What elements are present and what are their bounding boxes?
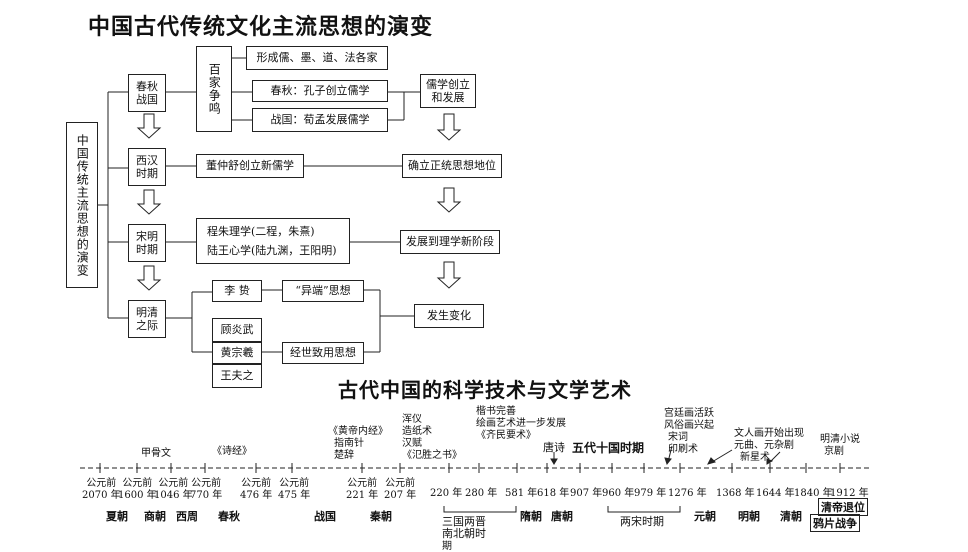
jingshi-box: 经世致用思想 bbox=[282, 342, 364, 364]
lixue-box: 发展到理学新阶段 bbox=[400, 230, 500, 254]
root-box: 中国传统主流思想的演变 bbox=[66, 122, 98, 288]
label-huangdi-3: 楚辞 bbox=[334, 450, 354, 461]
period-chunqiu: 春秋战国 bbox=[128, 74, 166, 112]
chengzhu-text: 程朱理学(二程，朱熹) bbox=[207, 224, 315, 238]
lixue-container: 程朱理学(二程，朱熹) 陆王心学(陆九渊，王阳明) bbox=[196, 218, 350, 264]
era-qin: 秦朝 bbox=[370, 510, 392, 523]
huang-box: 黄宗羲 bbox=[212, 342, 262, 364]
era-ming: 明朝 bbox=[738, 510, 760, 523]
section2-title: 古代中国的科学技术与文学艺术 bbox=[338, 378, 632, 402]
section1-title: 中国古代传统文化主流思想的演变 bbox=[88, 15, 434, 40]
era-yapian: 鸦片战争 bbox=[810, 514, 860, 532]
luwang-text: 陆王心学(陆九渊，王阳明) bbox=[207, 244, 337, 257]
era-chunqiu: 春秋 bbox=[218, 510, 240, 523]
rujia-box: 儒学创立和发展 bbox=[420, 74, 476, 108]
date-d14: 960 年 bbox=[602, 488, 635, 499]
label-wenren-3: 新星术 bbox=[740, 452, 770, 463]
queli-box: 确立正统思想地位 bbox=[402, 154, 502, 178]
label-huangdi-1: 《黄帝内经》 bbox=[328, 426, 388, 437]
baijia-box: 百家争鸣 bbox=[196, 46, 232, 132]
label-fansheng: 《氾胜之书》 bbox=[402, 450, 462, 461]
label-mingqing-2: 京剧 bbox=[824, 446, 844, 457]
label-wenren-1: 文人画开始出现 bbox=[734, 428, 804, 439]
date-d16: 1276 年 bbox=[668, 488, 707, 499]
down-arrow-1 bbox=[136, 113, 162, 139]
period-xihan: 西汉时期 bbox=[128, 148, 166, 186]
label-kaishu-1: 楷书完善 bbox=[476, 406, 516, 417]
down-arrow-6 bbox=[436, 261, 462, 289]
kongzi-box: 春秋：孔子创立儒学 bbox=[252, 80, 388, 102]
label-mingqing-1: 明清小说 bbox=[820, 434, 860, 445]
yiduan-box: “异端”思想 bbox=[282, 280, 364, 302]
era-liangsong: 两宋时期 bbox=[620, 515, 664, 528]
era-xia: 夏朝 bbox=[106, 510, 128, 523]
bianhua-box: 发生变化 bbox=[414, 304, 484, 328]
wang-box: 王夫之 bbox=[212, 364, 262, 388]
down-arrow-2 bbox=[136, 189, 162, 215]
label-gongting-3: 宋词 bbox=[668, 432, 688, 443]
label-hunyi-1: 浑仪 bbox=[402, 414, 422, 425]
xingcheng-box: 形成儒、墨、道、法各家 bbox=[246, 46, 388, 70]
label-kaishu-2: 绘画艺术进一步发展 bbox=[476, 418, 566, 429]
era-sanguo-3: 期 bbox=[442, 541, 452, 552]
label-jiagu: 甲骨文 bbox=[141, 448, 171, 459]
label-huangdi-2: 指南针 bbox=[334, 438, 364, 449]
date-d15: 979 年 bbox=[634, 488, 667, 499]
label-gongting-1: 宫廷画活跃 bbox=[664, 408, 714, 419]
down-arrow-4 bbox=[436, 113, 462, 141]
date-d11: 581 年 bbox=[505, 488, 538, 499]
date-d19: 1840 年 bbox=[794, 488, 833, 499]
label-tangshi: 唐诗 bbox=[543, 441, 565, 454]
era-sanguo-1: 三国两晋 bbox=[442, 515, 486, 528]
label-wenren-2: 元曲、元杂剧 bbox=[734, 440, 794, 451]
date-d20: 1912 年 bbox=[830, 488, 869, 499]
label-gongting-2: 风俗画兴起 bbox=[664, 420, 714, 431]
lizhi-box: 李 贽 bbox=[212, 280, 262, 302]
era-xizhou: 西周 bbox=[176, 510, 198, 523]
xunmeng-box: 战国：荀孟发展儒学 bbox=[252, 108, 388, 132]
era-tang: 唐朝 bbox=[551, 510, 573, 523]
dongzhongshu-box: 董仲舒创立新儒学 bbox=[196, 154, 304, 178]
era-yuan: 元朝 bbox=[694, 510, 716, 523]
gu-box: 顾炎武 bbox=[212, 318, 262, 342]
down-arrow-3 bbox=[136, 265, 162, 291]
date-d13: 907 年 bbox=[570, 488, 603, 499]
label-wudai: 五代十国时期 bbox=[572, 441, 645, 455]
label-gongting-4: 印刷术 bbox=[668, 444, 698, 455]
label-kaishu-3: 《齐民要术》 bbox=[476, 430, 536, 441]
era-shang: 商朝 bbox=[144, 510, 166, 523]
date-d17: 1368 年 bbox=[716, 488, 755, 499]
period-mingqing: 明清之际 bbox=[128, 300, 166, 338]
date-d10: 280 年 bbox=[465, 488, 498, 499]
down-arrow-5 bbox=[436, 187, 462, 213]
label-hunyi-3: 汉赋 bbox=[402, 438, 422, 449]
era-sui: 隋朝 bbox=[520, 510, 542, 523]
era-qingdi: 清帝退位 bbox=[818, 498, 868, 516]
era-sanguo-2: 南北朝时 bbox=[442, 527, 486, 540]
date-d9: 220 年 bbox=[430, 488, 463, 499]
period-songming: 宋明时期 bbox=[128, 224, 166, 262]
date-d12: 618 年 bbox=[537, 488, 570, 499]
date-d18: 1644 年 bbox=[756, 488, 795, 499]
era-qing: 清朝 bbox=[780, 510, 802, 523]
label-hunyi-2: 造纸术 bbox=[402, 426, 432, 437]
label-shijing: 《诗经》 bbox=[212, 446, 252, 457]
era-zhanguo: 战国 bbox=[314, 510, 336, 523]
